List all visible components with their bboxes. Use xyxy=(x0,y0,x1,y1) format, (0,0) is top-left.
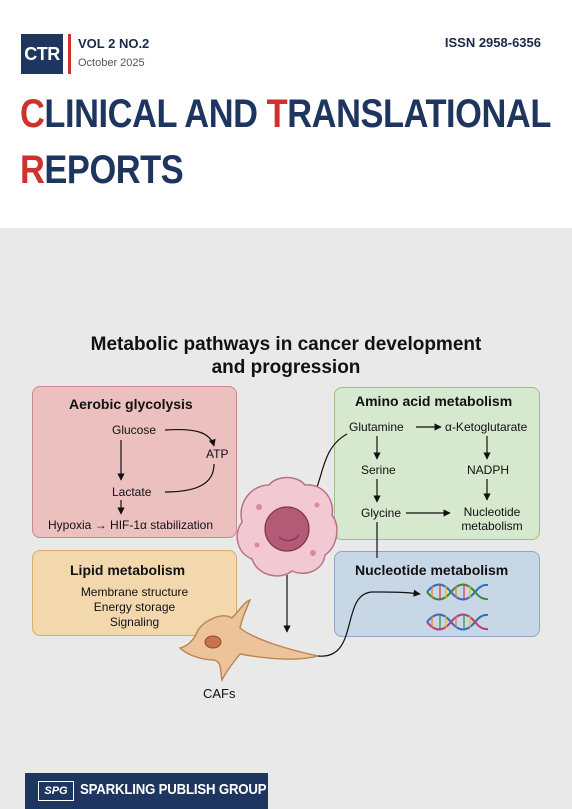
cell-nucleus xyxy=(264,506,310,552)
cancer-cell xyxy=(236,476,338,577)
journal-title-line1: CLINICAL AND TRANSLATIONAL xyxy=(20,92,551,137)
nucleotide-output-line1: Nucleotide xyxy=(463,505,521,519)
cafs-label: CAFs xyxy=(203,686,236,701)
glycine-label: Glycine xyxy=(361,506,402,520)
lipid-list: Membrane structure Energy storage Signal… xyxy=(32,585,237,630)
figure-title-line2: and progression xyxy=(211,357,361,378)
nadph-label: NADPH xyxy=(467,463,510,477)
cover-header: CTR VOL 2 NO.2 October 2025 ISSN 2958-63… xyxy=(0,0,572,228)
lactate-label: Lactate xyxy=(112,485,152,499)
journal-logo: CTR xyxy=(21,34,63,74)
aerobic-heading: Aerobic glycolysis xyxy=(69,396,193,412)
title-text-eports: EPORTS xyxy=(44,148,184,192)
lipid-item-membrane: Membrane structure xyxy=(80,585,189,599)
lipid-heading: Lipid metabolism xyxy=(70,562,186,578)
arrow-lactate-atp xyxy=(164,463,215,493)
glutamine-label: Glutamine xyxy=(349,420,404,434)
lipid-item-energy: Energy storage xyxy=(93,600,176,614)
amino-heading: Amino acid metabolism xyxy=(355,393,513,409)
serine-label: Serine xyxy=(361,463,396,477)
issue-date: October 2025 xyxy=(78,57,145,69)
arrow-glucose-atp xyxy=(164,428,216,447)
publisher-name: SPARKLING PUBLISH GROUP xyxy=(80,781,267,798)
publisher-band xyxy=(25,773,268,809)
figure-title: Metabolic pathways in cancer development… xyxy=(0,333,572,379)
journal-title-line2: REPORTS xyxy=(20,148,184,193)
title-initial-t: T xyxy=(266,92,288,136)
hypoxia-label: Hypoxia → HIF-1α stabilization xyxy=(48,518,213,532)
glucose-label: Glucose xyxy=(112,423,157,437)
publisher-logo: SPG xyxy=(38,781,74,801)
dna-helix-icon-2 xyxy=(426,613,489,631)
nucleotide-heading: Nucleotide metabolism xyxy=(355,562,509,578)
title-initial-r: R xyxy=(20,148,45,192)
dna-helix-icon-1 xyxy=(426,583,489,601)
arrow-cafs-to-dna xyxy=(317,589,421,657)
akg-label: α-Ketoglutarate xyxy=(445,420,528,434)
atp-label: ATP xyxy=(206,447,229,461)
caf-fibroblast xyxy=(178,598,319,683)
logo-divider xyxy=(68,34,71,74)
title-initial-c: C xyxy=(20,92,45,136)
amino-acid-box xyxy=(334,387,540,540)
title-text-ranslational: RANSLATIONAL xyxy=(287,92,551,136)
nucleotide-output-line2: metabolism xyxy=(461,519,523,533)
lipid-item-signaling: Signaling xyxy=(109,615,160,629)
figure-title-line1: Metabolic pathways in cancer development xyxy=(90,334,482,355)
lipid-metabolism-box xyxy=(32,550,237,636)
nucleotide-metabolism-box xyxy=(334,551,540,637)
issn-label: ISSN 2958-6356 xyxy=(444,35,541,50)
nucleotide-output-label: Nucleotide metabolism xyxy=(452,505,532,533)
aerobic-glycolysis-box xyxy=(32,386,237,538)
volume-label: VOL 2 NO.2 xyxy=(78,36,150,51)
title-text-linical: LINICAL AND xyxy=(44,92,267,136)
